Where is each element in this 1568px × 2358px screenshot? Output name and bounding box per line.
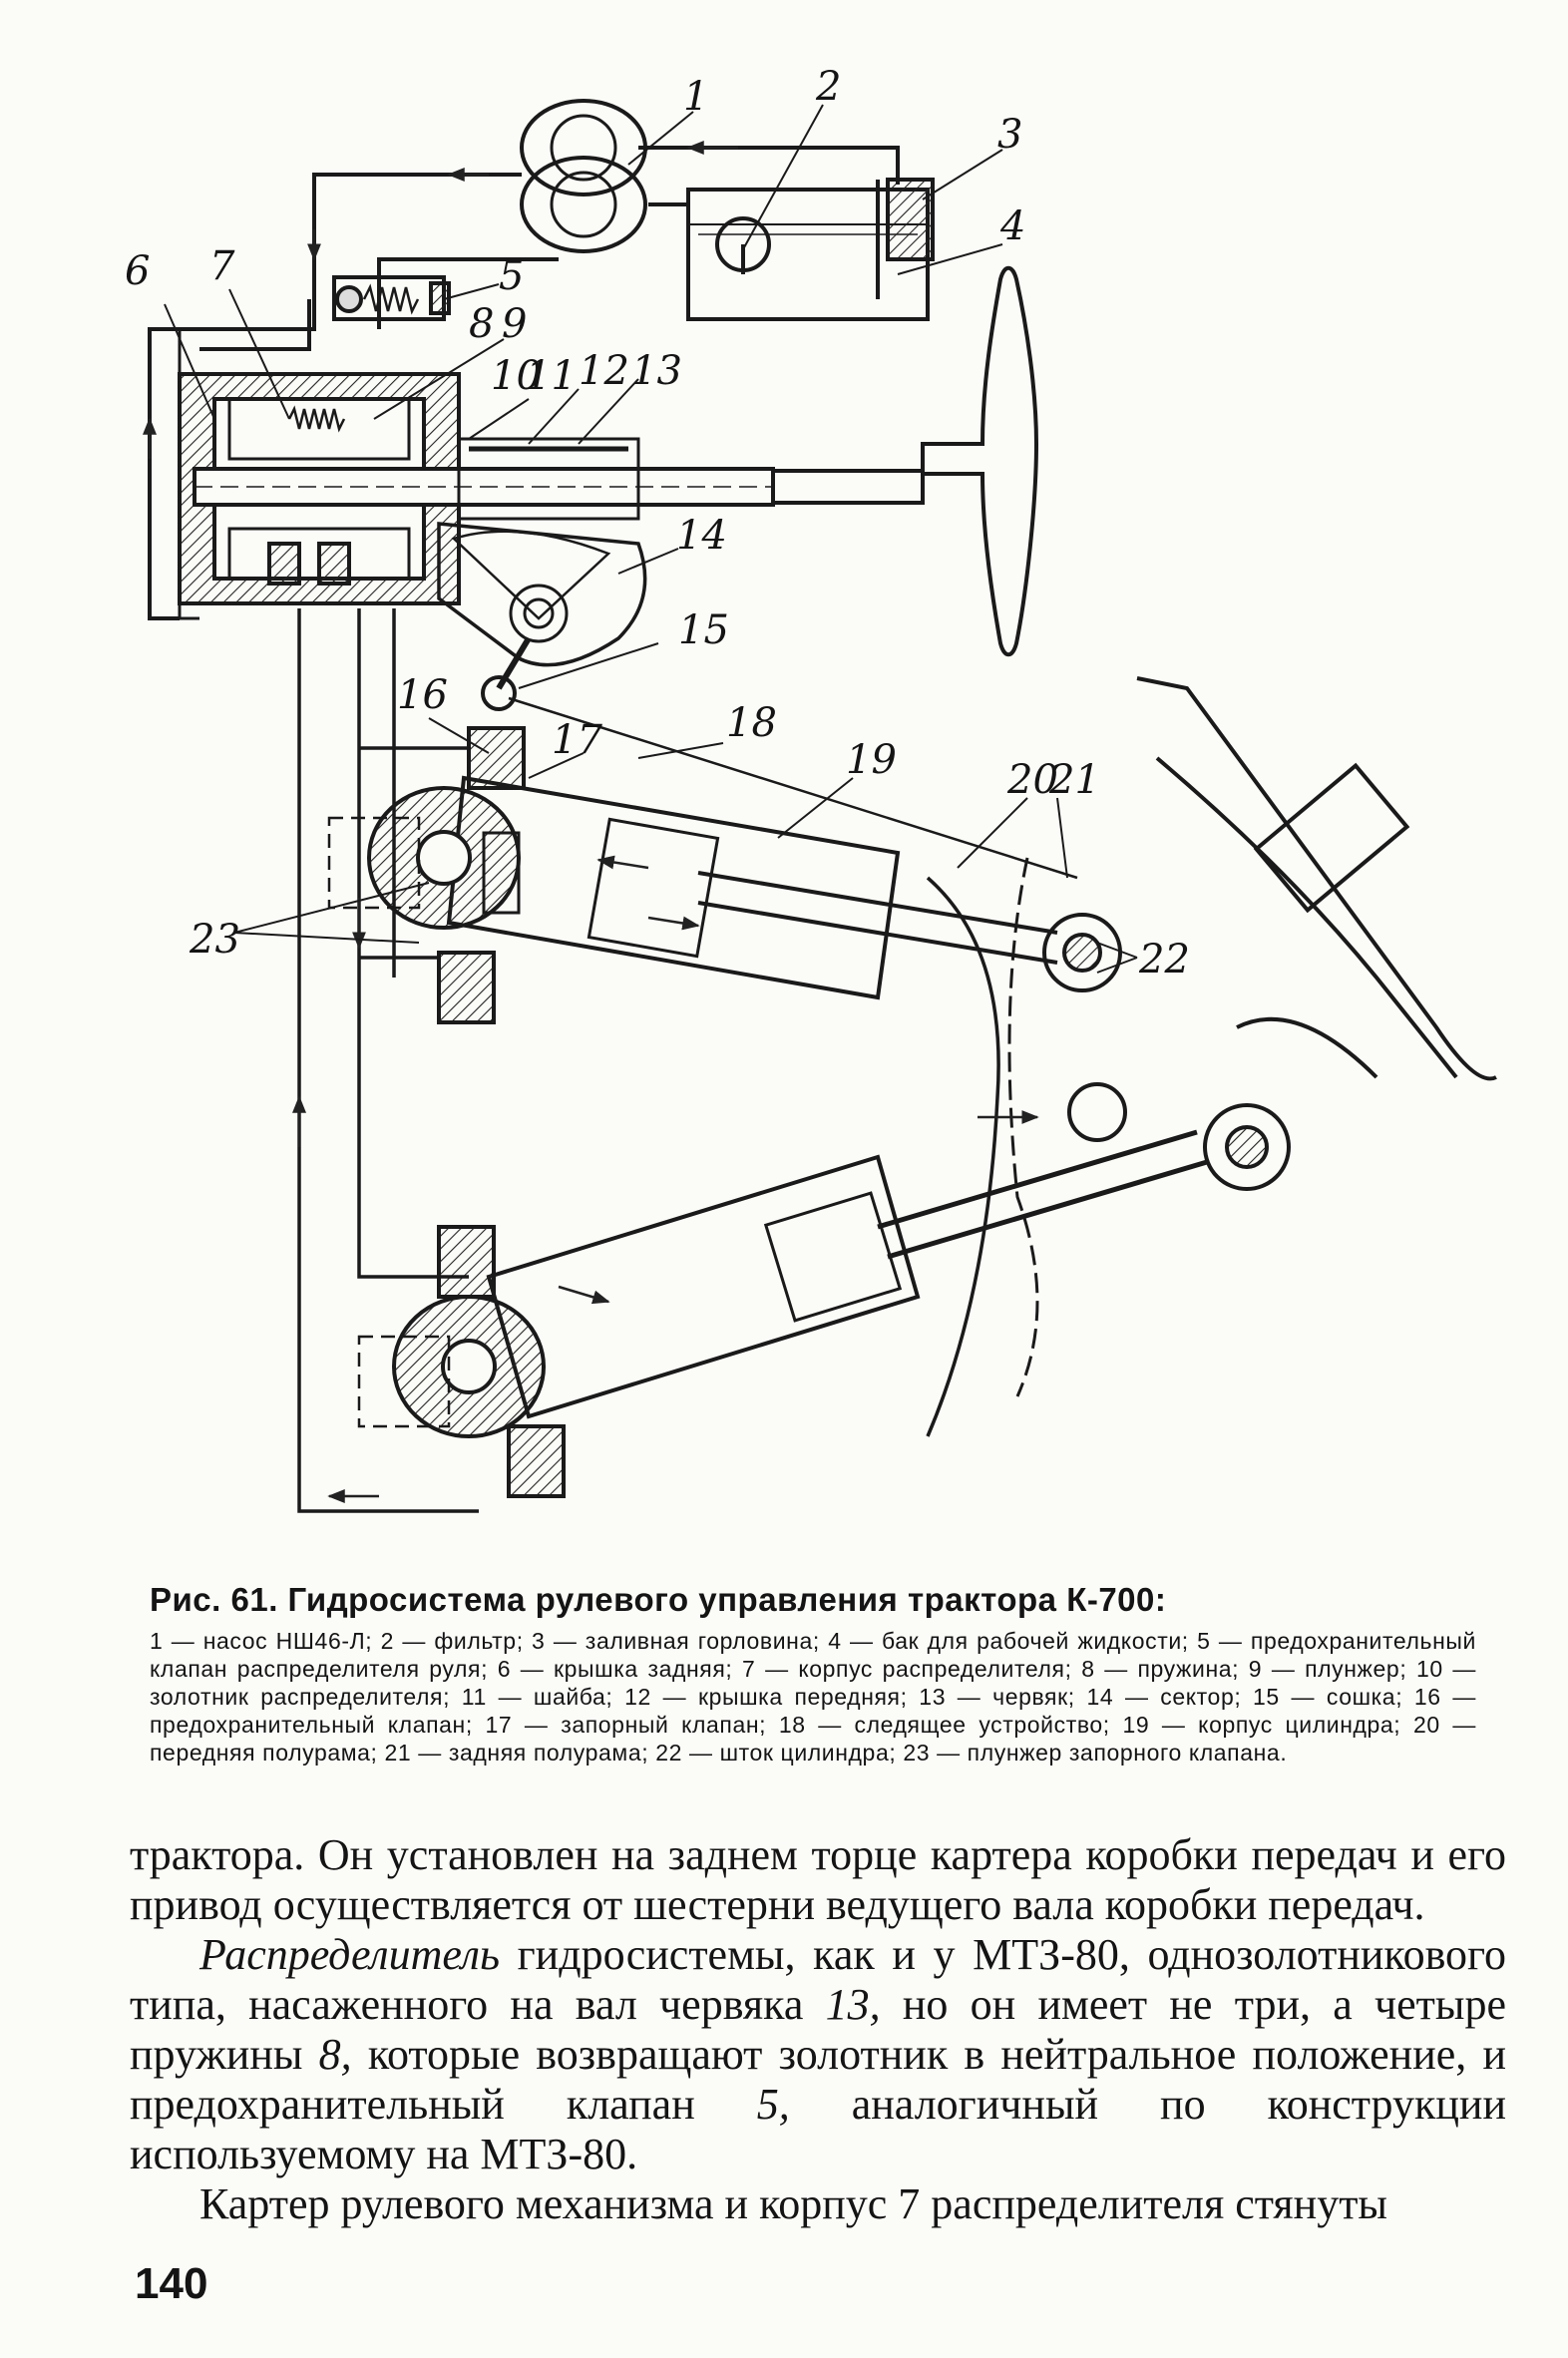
frame xyxy=(926,676,1497,1437)
callout-14: 14 xyxy=(676,513,727,559)
callout-12: 12 xyxy=(579,348,629,394)
oil-tank xyxy=(686,178,935,321)
caption-legend: 1 — насос НШ46-Л; 2 — фильтр; 3 — заливн… xyxy=(150,1628,1476,1766)
sector xyxy=(437,522,647,711)
callout-3: 3 xyxy=(997,112,1022,158)
paragraph-2: Распределитель гидросистемы, как и у МТЗ… xyxy=(130,1930,1507,2178)
callout-19: 19 xyxy=(846,737,897,783)
callout-18: 18 xyxy=(726,700,777,746)
hydraulic-system-diagram: 1 2 3 4 5 6 7 8 9 10 11 12 13 14 15 16 1… xyxy=(125,64,1497,1513)
callout-4: 4 xyxy=(999,203,1025,249)
callout-10: 10 xyxy=(491,353,542,399)
callout-21: 21 xyxy=(1048,757,1100,803)
callout-20: 20 xyxy=(1006,757,1058,803)
callout-1: 1 xyxy=(683,74,708,120)
paragraph-3: Картер рулевого механизма и корпус 7 рас… xyxy=(199,2179,1387,2228)
page-number: 140 xyxy=(135,2259,208,2308)
body-text: трактора. Он установлен на заднем торце … xyxy=(130,1830,1506,2229)
relief-valve xyxy=(332,275,451,321)
callout-16: 16 xyxy=(397,672,448,718)
figure-caption: Рис. 61. Гидросистема рулевого управлени… xyxy=(150,1581,1476,1767)
lower-cylinder xyxy=(392,1129,1208,1498)
worm-shaft xyxy=(193,437,925,521)
steering-wheel xyxy=(921,265,1039,657)
paragraph-1: трактора. Он установлен на заднем торце … xyxy=(130,1830,1506,1929)
callout-22: 22 xyxy=(1138,937,1190,982)
callout-6: 6 xyxy=(125,248,150,294)
caption-title: Рис. 61. Гидросистема рулевого управлени… xyxy=(150,1581,1167,1618)
pump xyxy=(520,99,647,253)
callout-9: 9 xyxy=(502,301,527,347)
callout-8: 8 xyxy=(469,301,494,347)
callout-13: 13 xyxy=(631,348,682,394)
upper-cylinder xyxy=(367,726,1058,1024)
term-distributor: Распределитель xyxy=(199,1930,500,1979)
callout-2: 2 xyxy=(815,64,841,110)
callout-7: 7 xyxy=(209,243,235,289)
callout-23: 23 xyxy=(189,917,240,963)
callout-17: 17 xyxy=(552,717,602,763)
callout-5: 5 xyxy=(499,253,524,299)
callout-15: 15 xyxy=(678,607,729,653)
callout-11: 11 xyxy=(526,353,577,399)
